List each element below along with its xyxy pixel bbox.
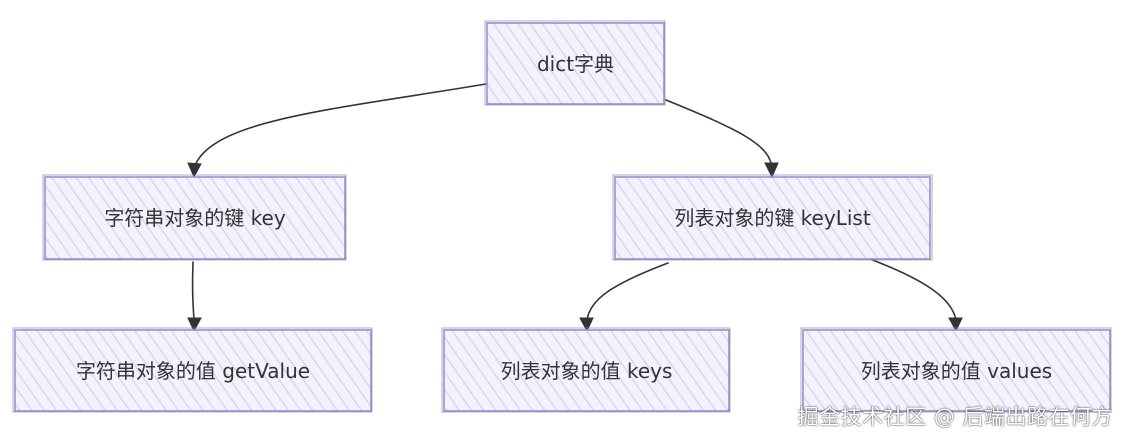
edge-root-to-key	[193, 83, 487, 169]
node-root[interactable]: dict字典	[484, 20, 666, 106]
node-keylist[interactable]: 列表对象的键 keyList	[612, 174, 933, 261]
edge-root-to-keylist	[665, 99, 773, 169]
arrow-keylist-to-values	[948, 317, 963, 333]
node-keys-label: 列表对象的值 keys	[501, 359, 673, 383]
node-root-label: dict字典	[537, 52, 614, 76]
node-values[interactable]: 列表对象的值 values	[800, 327, 1112, 413]
arrow-root-to-key	[187, 162, 202, 179]
watermark-text: 掘金技术社区 @ 后端出路在何方	[797, 405, 1113, 429]
arrow-root-to-keylist	[764, 162, 779, 179]
node-key[interactable]: 字符串对象的键 key	[42, 174, 347, 261]
edge-key-to-getvalue	[191, 261, 195, 321]
node-getvalue[interactable]: 字符串对象的值 getValue	[12, 327, 373, 413]
edges	[187, 83, 963, 333]
node-values-label: 列表对象的值 values	[861, 359, 1052, 383]
arrow-keylist-to-keys	[579, 317, 594, 333]
edge-keylist-to-keys	[586, 262, 669, 321]
edge-keylist-to-values	[869, 258, 957, 321]
node-key-label: 字符串对象的键 key	[104, 206, 286, 230]
node-keylist-label: 列表对象的键 keyList	[674, 206, 870, 230]
node-keys[interactable]: 列表对象的值 keys	[441, 327, 731, 413]
arrow-key-to-getvalue	[187, 317, 202, 333]
node-getvalue-label: 字符串对象的值 getValue	[76, 359, 310, 383]
